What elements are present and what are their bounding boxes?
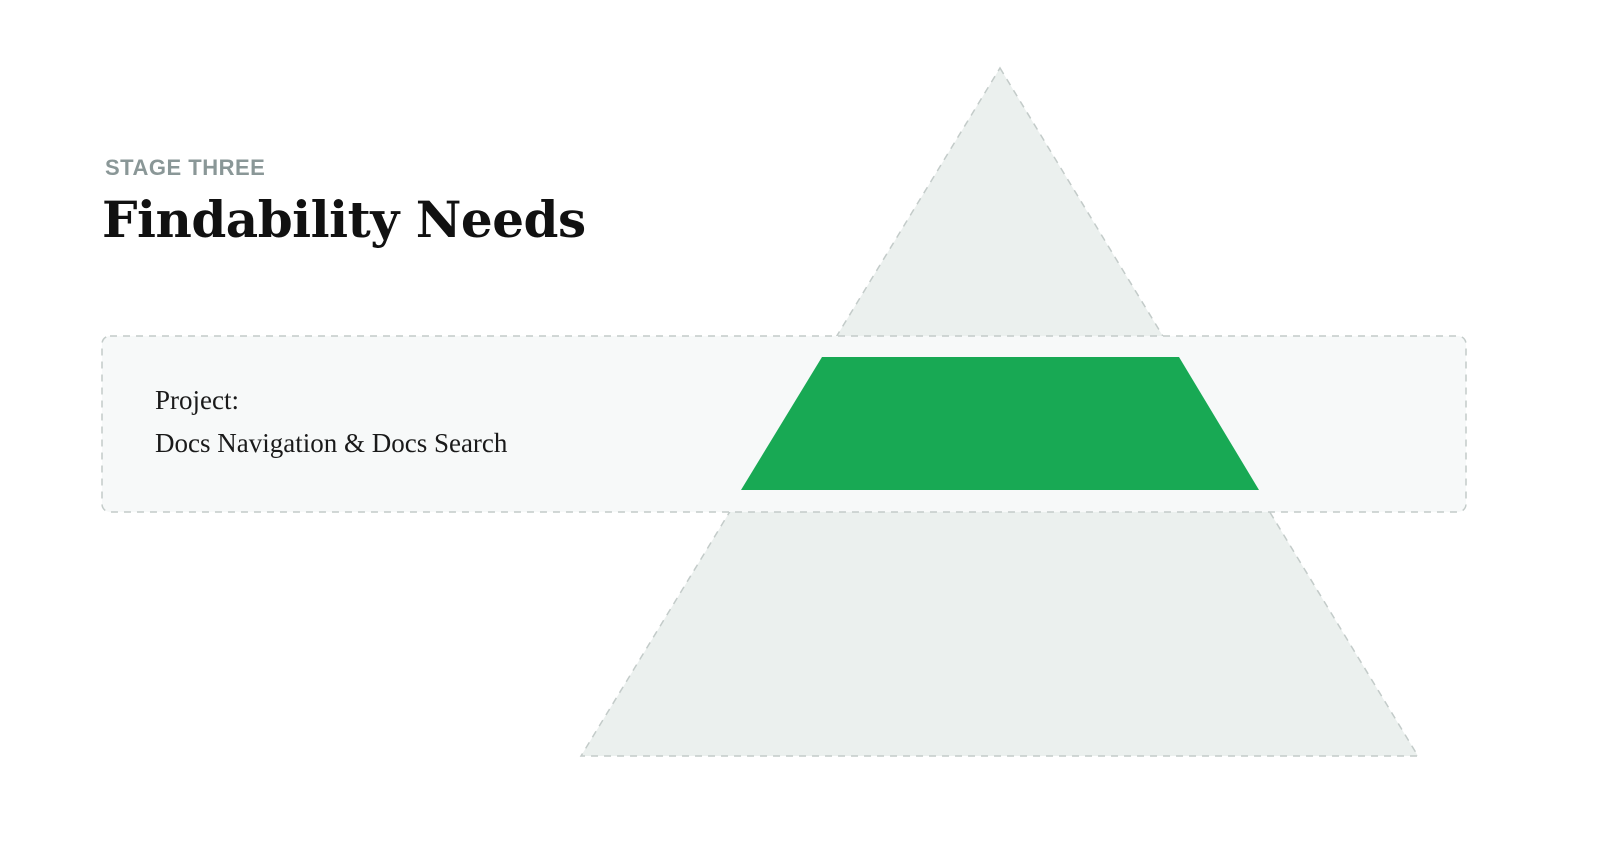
project-label: Project: — [155, 385, 239, 415]
highlighted-pyramid-tier — [741, 357, 1259, 490]
page-title: Findability Needs — [102, 190, 586, 249]
stage-label: STAGE THREE — [105, 155, 266, 180]
project-name: Docs Navigation & Docs Search — [155, 428, 508, 458]
